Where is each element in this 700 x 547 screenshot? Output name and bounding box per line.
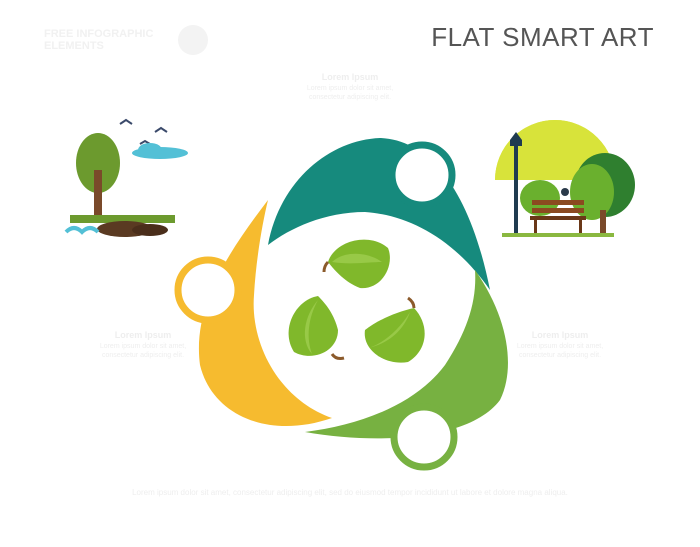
green-segment bbox=[305, 270, 508, 439]
green-node-icon bbox=[390, 403, 458, 471]
park-bench-illustration bbox=[490, 120, 635, 240]
right-section-heading: Lorem Ipsum bbox=[531, 330, 589, 340]
right-section-text: Lorem Ipsum Lorem ipsum dolor sit amet, … bbox=[514, 330, 606, 360]
page-title: FLAT SMART ART bbox=[431, 22, 654, 52]
island-tree-illustration bbox=[64, 118, 188, 237]
right-section-body: Lorem ipsum dolor sit amet, consectetur … bbox=[516, 343, 604, 359]
recycle-leaves-icon bbox=[288, 239, 425, 363]
yellow-node-icon bbox=[174, 256, 242, 324]
left-section-heading: Lorem Ipsum bbox=[114, 330, 172, 340]
top-section-text: Lorem Ipsum Lorem ipsum dolor sit amet, … bbox=[300, 72, 400, 102]
left-section-text: Lorem Ipsum Lorem ipsum dolor sit amet, … bbox=[98, 330, 188, 360]
left-section-body: Lorem ipsum dolor sit amet, consectetur … bbox=[99, 343, 187, 359]
teal-node-icon bbox=[388, 141, 456, 209]
yellow-segment bbox=[198, 200, 332, 427]
top-section-body: Lorem ipsum dolor sit amet, consectetur … bbox=[306, 85, 394, 101]
brand-logo: FREE INFOGRAPHIC ELEMENTS bbox=[44, 25, 214, 64]
top-section-heading: Lorem Ipsum bbox=[321, 72, 379, 82]
footer-text: Lorem ipsum dolor sit amet, consectetur … bbox=[132, 488, 568, 497]
brand-circle bbox=[178, 25, 208, 55]
brand-text: FREE INFOGRAPHIC ELEMENTS bbox=[44, 28, 154, 52]
